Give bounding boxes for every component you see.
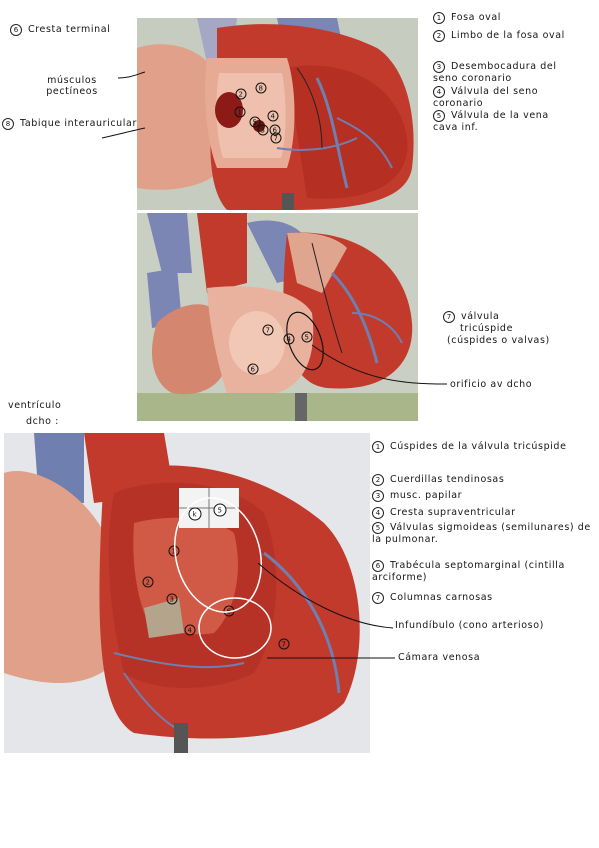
- photo1-marker-2: 2: [235, 88, 247, 100]
- infundibulum-ellipse: [173, 497, 263, 613]
- photo3-marker-3: 3: [166, 593, 178, 605]
- photo2-marker-7: 7: [262, 324, 274, 336]
- photo2-marker-5: 5: [301, 331, 313, 343]
- svg-text:1: 1: [238, 109, 242, 117]
- svg-text:5: 5: [218, 507, 222, 515]
- svg-text:7: 7: [266, 327, 270, 335]
- svg-text:4: 4: [188, 627, 193, 635]
- photo3-marker-k: k: [188, 507, 202, 521]
- svg-text:k: k: [193, 511, 198, 519]
- svg-text:6: 6: [273, 127, 278, 135]
- photo1-marker-4: 4: [267, 110, 279, 122]
- photo1-marker-5: 5: [249, 116, 261, 128]
- label-orificio-av: orificio av dcho: [450, 379, 533, 390]
- svg-text:3: 3: [261, 127, 265, 135]
- photo3-marker-4: 4: [184, 624, 196, 636]
- label-ventriculo-dcho: ventrículo dcho :: [8, 400, 62, 427]
- svg-text:4: 4: [287, 336, 292, 344]
- photo1-marker-1: 1: [234, 106, 246, 118]
- label-camara-venosa: Cámara venosa: [398, 652, 481, 663]
- photo1-marker-6: 6: [269, 124, 281, 136]
- heart-photo-right-atrium: 2 8 1 5 4 3 6 7: [137, 18, 418, 210]
- photo3-marker-7: 7: [278, 638, 290, 650]
- svg-text:3: 3: [170, 596, 174, 604]
- svg-text:7: 7: [274, 135, 278, 143]
- photo1-marker-3: 3: [257, 124, 269, 136]
- svg-text:7: 7: [282, 641, 286, 649]
- label-musculos-pectineos: músculos pectíneos: [46, 75, 98, 97]
- svg-text:4: 4: [271, 113, 276, 121]
- heart-photo-right-ventricle: k 5 1 2 3 4 6 7: [4, 433, 370, 753]
- photo3-marker-5: 5: [213, 503, 227, 517]
- svg-text:8: 8: [259, 85, 263, 93]
- label-infundibulo: Infundíbulo (cono arterioso): [395, 620, 544, 631]
- photo3-marker-2: 2: [142, 576, 154, 588]
- heart-photo-tricuspid: 7 4 5 6: [137, 213, 418, 421]
- svg-text:6: 6: [251, 366, 256, 374]
- svg-text:5: 5: [305, 334, 309, 342]
- photo1-marker-7: 7: [270, 132, 282, 144]
- svg-text:5: 5: [253, 119, 257, 127]
- svg-text:1: 1: [172, 548, 176, 556]
- photo2-marker-6: 6: [247, 363, 259, 375]
- svg-text:2: 2: [239, 91, 243, 99]
- svg-text:2: 2: [146, 579, 150, 587]
- photo1-marker-8: 8: [255, 82, 267, 94]
